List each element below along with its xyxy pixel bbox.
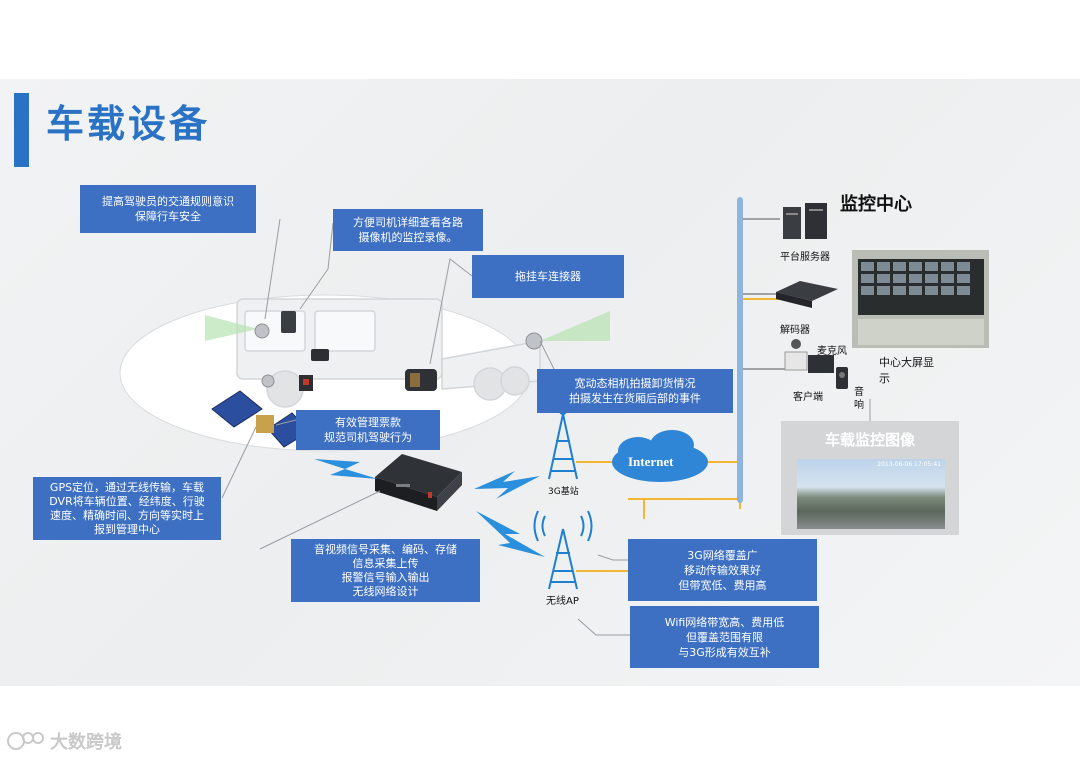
box-line: 速度、精确时间、方向等实时上 [50,509,204,523]
box-line: 但覆盖范围有限 [686,630,763,645]
box-line: 无线网络设计 [353,585,419,599]
driver-awareness-box: 提高驾驶员的交通规则意识 保障行车安全 [80,185,256,233]
speaker-label-2: 响 [854,396,864,411]
box-line: DVR将车辆位置、经纬度、行驶 [49,495,204,509]
server-rack-icon [783,203,827,239]
gps-box: GPS定位，通过无线传输，车载 DVR将车辆位置、经纬度、行驶 速度、精确时间、… [33,477,221,540]
mobile-dvr-icon [375,454,462,511]
box-line: 3G网络覆盖广 [687,548,758,563]
trailer-connector-box: 拖挂车连接器 [472,255,624,298]
watermark: 大数跨境 [6,728,122,754]
monitor-center-label: 监控中心 [840,190,912,216]
big-screen-label-2: 示 [879,370,890,386]
box-line: 移动传输效果好 [684,563,761,578]
box-line: 保障行车安全 [135,209,201,224]
box-line: 方便司机详细查看各路 [353,215,463,230]
box-line: Wifi网络带宽高、费用低 [665,615,785,630]
vehicle-monitor-panel: 车载监控图像 2013-06-06 17:05:41 [781,421,959,535]
internet-label: Internet [628,454,674,470]
big-screen-label-1: 中心大屏显 [879,354,934,370]
box-line: 规范司机驾驶行为 [324,430,412,445]
control-room-photo [852,250,989,348]
box-line: 信息采集上传 [353,557,419,571]
vehicle-monitor-screenshot: 2013-06-06 17:05:41 [797,459,945,529]
screen-datetime: 2013-06-06 17:05:41 [877,461,941,468]
box-line: 但带宽低、费用高 [679,578,767,593]
box-line: 报警信号输入输出 [342,571,430,585]
network-wifi-box: Wifi网络带宽高、费用低 但覆盖范围有限 与3G形成有效互补 [630,606,819,668]
box-line: 报到管理中心 [94,523,160,537]
camera-beam-right [540,311,610,341]
decoder-label: 解码器 [780,321,810,336]
box-line: 摄像机的监控录像。 [359,230,458,245]
vehicle-monitor-title: 车载监控图像 [781,429,959,450]
microphone-label: 麦克风 [817,342,847,357]
3g-base-station-label: 3G基站 [548,484,579,497]
box-line: 音视频信号采集、编码、存储 [314,543,457,557]
box-line: 拖挂车连接器 [515,269,581,284]
platform-server-label: 平台服务器 [780,248,830,263]
camera-review-box: 方便司机详细查看各路 摄像机的监控录像。 [333,209,483,251]
box-line: GPS定位，通过无线传输，车载 [50,481,204,495]
box-line: 宽动态相机拍摄卸货情况 [575,376,696,391]
ticket-management-box: 有效管理票款 规范司机驾驶行为 [296,410,440,450]
3g-tower-icon [549,408,577,479]
watermark-logo-icon [6,729,46,753]
box-line: 拍摄发生在货厢后部的事件 [569,391,701,406]
cab-camera-icon [311,349,329,361]
server-bus-line [737,197,743,503]
network-3g-box: 3G网络覆盖广 移动传输效果好 但带宽低、费用高 [628,539,817,601]
box-line: 提高驾驶员的交通规则意识 [102,194,234,209]
decoder-icon [776,281,838,308]
box-line: 有效管理票款 [335,415,401,430]
wireless-ap-tower-icon [535,511,592,589]
av-capture-box: 音视频信号采集、编码、存储 信息采集上传 报警信号输入输出 无线网络设计 [291,539,480,602]
box-line: 与3G形成有效互补 [678,645,771,660]
trailer-connector-icon [405,369,437,391]
in-cab-monitor-icon [281,311,296,333]
watermark-text: 大数跨境 [50,728,122,754]
wireless-ap-label: 无线AP [546,592,579,607]
client-label: 客户端 [793,388,823,403]
unload-camera-box: 宽动态相机拍摄卸货情况 拍摄发生在货厢后部的事件 [537,369,733,413]
slide: 车载设备 [0,79,1080,686]
